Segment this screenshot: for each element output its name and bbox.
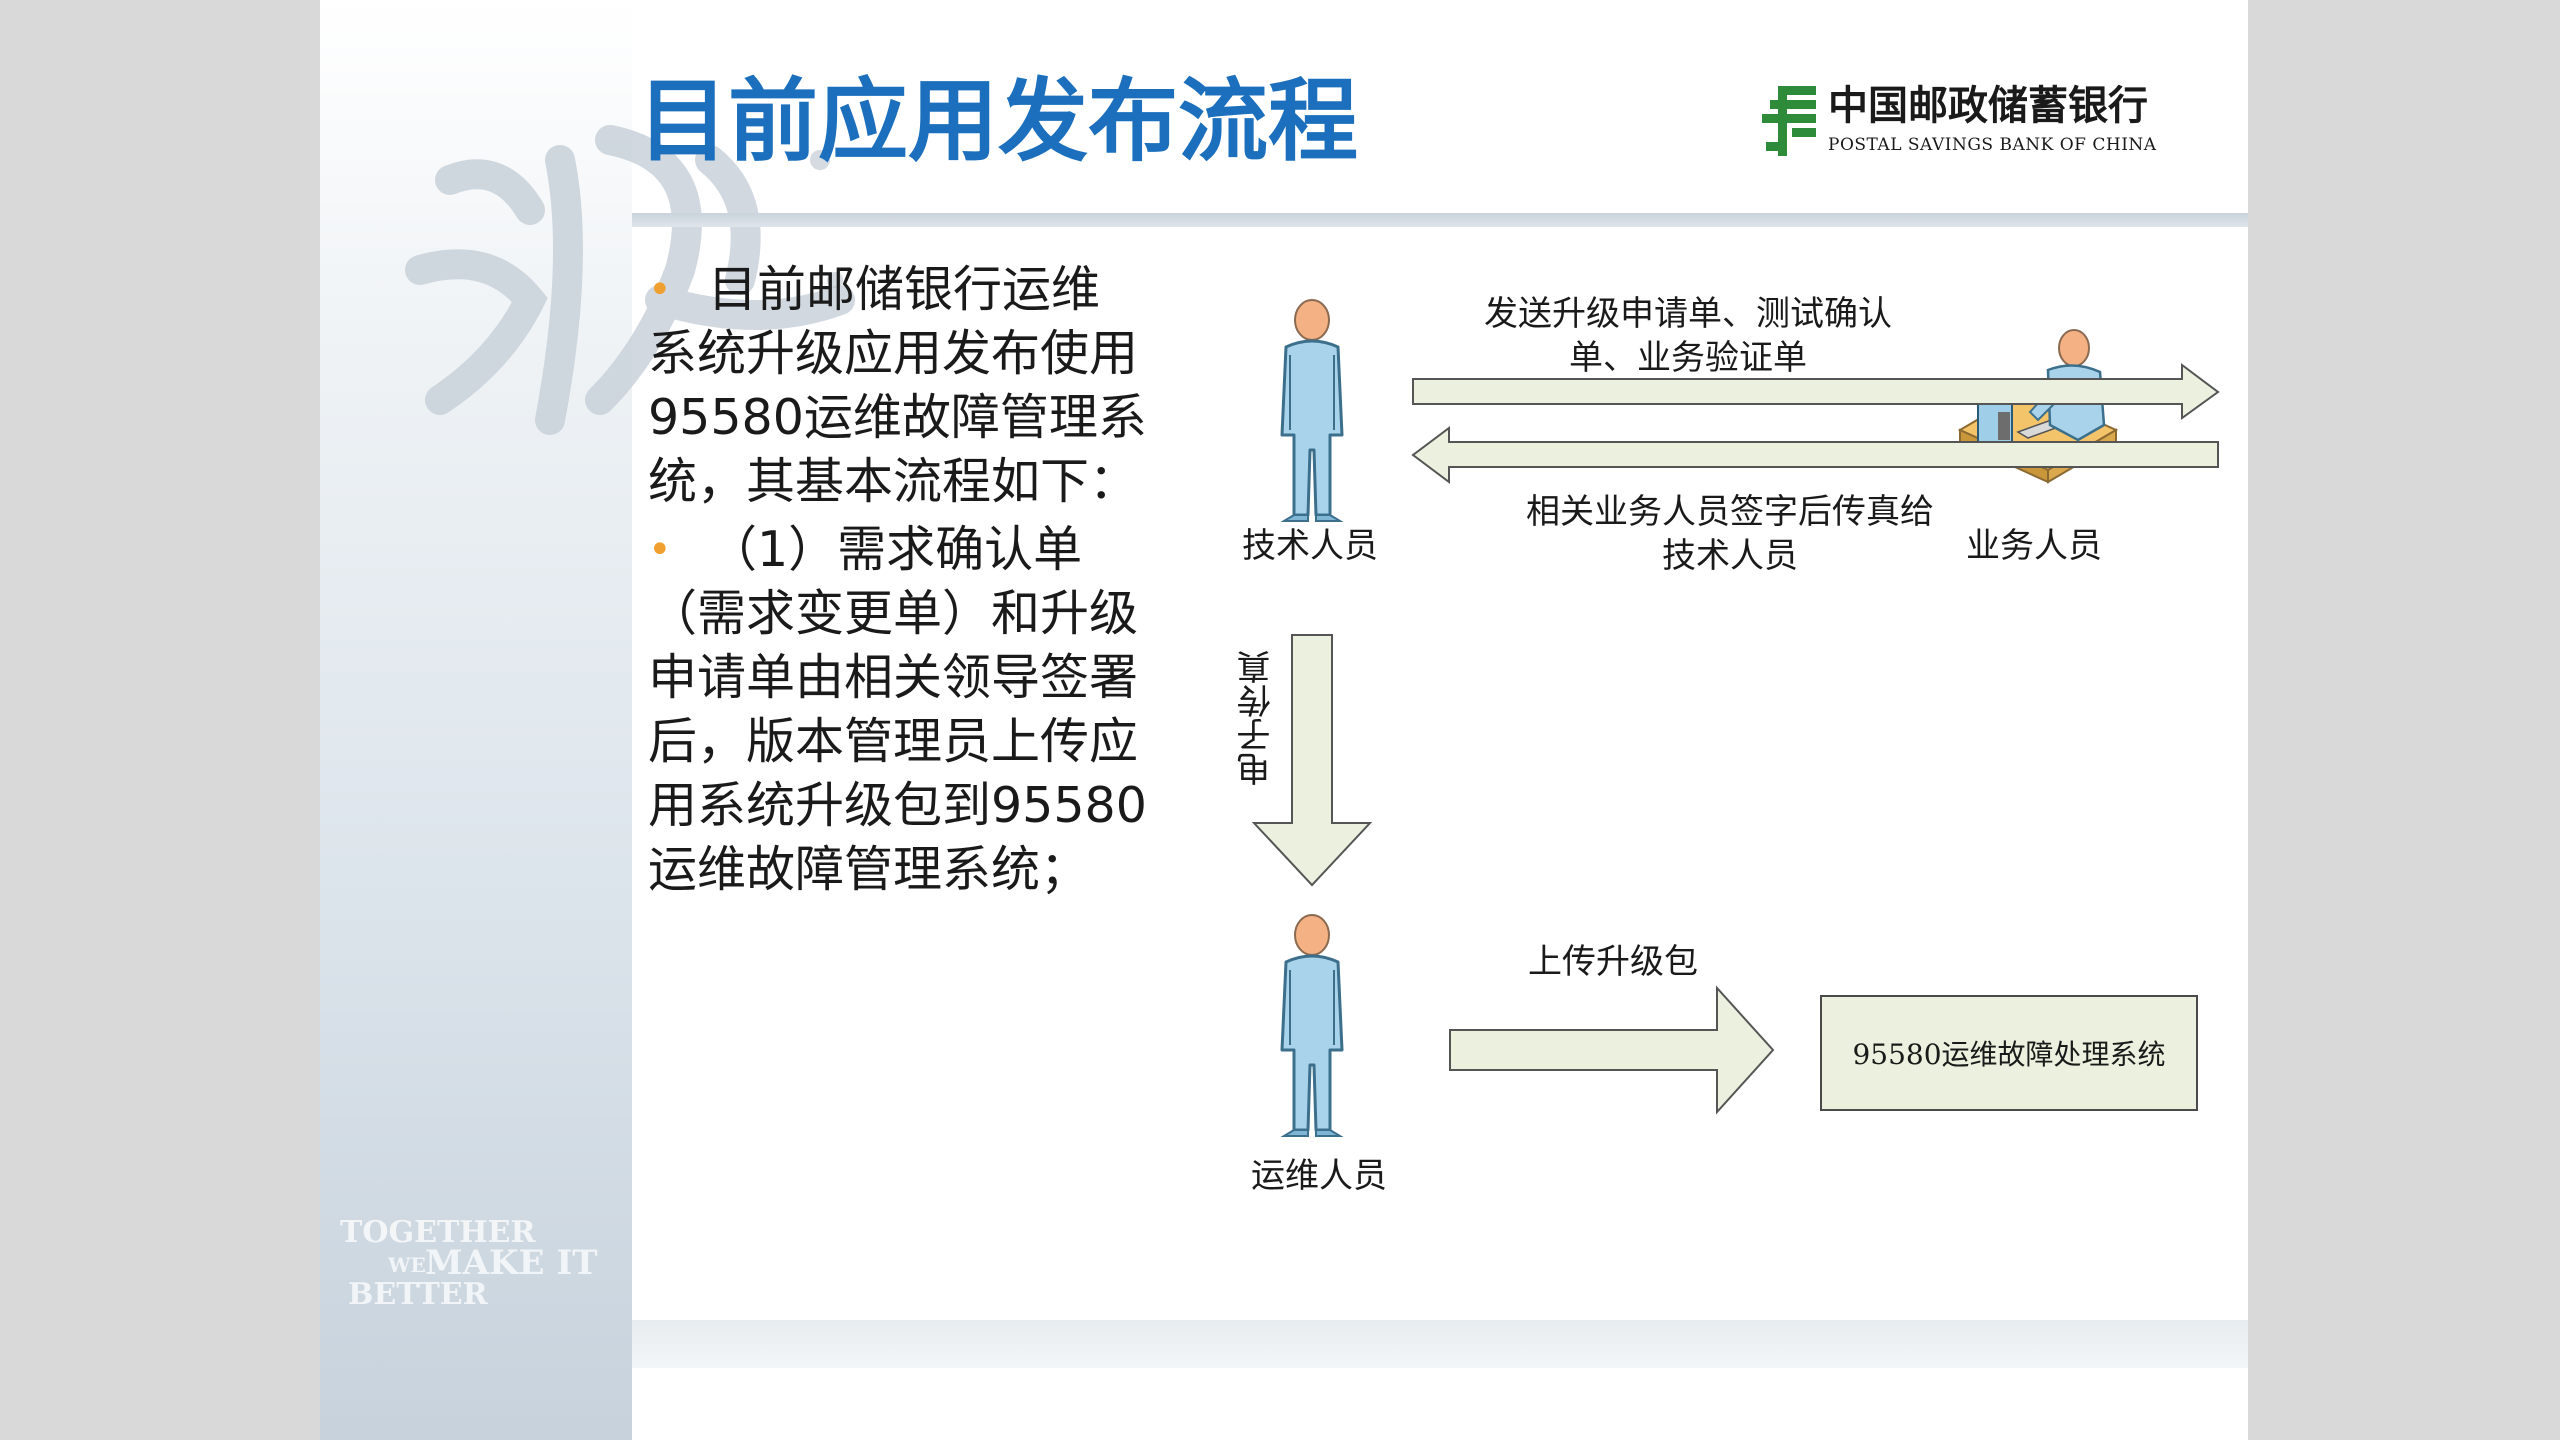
bullet-item-1: • 目前邮储银行运维系统升级应用发布使用95580运维故障管理系统，其基本流程如…: [648, 258, 1148, 514]
slide-title: 目前应用发布流程: [638, 69, 1358, 174]
send-docs-label-line2: 单、业务验证单: [1569, 338, 1807, 378]
fault-system-label: 95580运维故障处理系统: [1852, 1038, 2166, 1071]
left-decorative-panel: TOGETHER WE MAKE IT BETTER: [320, 0, 855, 1440]
send-docs-label-line1: 发送升级申请单、测试确认: [1484, 294, 1892, 334]
ops-staff-label: 运维人员: [1251, 1156, 1387, 1196]
process-flow-diagram: [1251, 298, 2220, 1138]
bullet-marker: •: [648, 527, 672, 573]
arrow-to-system: [1449, 985, 1775, 1115]
bank-name-cn: 中国邮政储蓄银行: [1828, 82, 2148, 129]
tech-staff-label: 技术人员: [1242, 526, 1378, 566]
slogan-line-2-small: WE: [388, 1253, 426, 1277]
fax-back-label-line2: 技术人员: [1662, 536, 1798, 576]
bank-logo: 中国邮政储蓄银行 POSTAL SAVINGS BANK OF CHINA: [1760, 80, 2200, 160]
slogan-line-1: TOGETHER: [340, 1215, 536, 1250]
slogan-line-2-large: MAKE IT: [425, 1243, 598, 1283]
arrow-to-business: [1412, 363, 2220, 420]
bullet-text-2: （1）需求确认单（需求变更单）和升级申请单由相关领导签署后，版本管理员上传应用系…: [648, 521, 1147, 898]
upload-package-label: 上传升级包: [1528, 942, 1698, 982]
slide: TOGETHER WE MAKE IT BETTER 目前应用发布流程 中国邮政…: [320, 0, 2248, 1440]
fax-back-label-line1: 相关业务人员签字后传真给: [1526, 492, 1934, 532]
arrow-to-tech: [1411, 426, 2219, 484]
postal-logo-icon: [1762, 86, 1816, 156]
bank-name-en: POSTAL SAVINGS BANK OF CHINA: [1828, 135, 2157, 155]
footer-stripe: [632, 1320, 2248, 1368]
fault-system-box: 95580运维故障处理系统: [1820, 995, 2198, 1111]
bullet-list: • 目前邮储银行运维系统升级应用发布使用95580运维故障管理系统，其基本流程如…: [648, 258, 1148, 906]
bullet-text-1: 目前邮储银行运维系统升级应用发布使用95580运维故障管理系统，其基本流程如下：: [648, 261, 1147, 510]
ops-staff-person-icon: [1280, 913, 1344, 1138]
electronic-fax-label: 电子传真: [1237, 650, 1277, 786]
bullet-item-2: • （1）需求确认单（需求变更单）和升级申请单由相关领导签署后，版本管理员上传应…: [648, 518, 1148, 902]
calligraphy-watermark-icon: [405, 125, 855, 435]
arrow-down-fax: [1251, 634, 1373, 887]
slogan-watermark: TOGETHER WE MAKE IT BETTER: [340, 1215, 640, 1315]
title-divider-stripe: [632, 213, 2248, 227]
bullet-marker: •: [648, 267, 672, 313]
tech-staff-person-icon: [1280, 298, 1344, 523]
business-staff-label: 业务人员: [1966, 526, 2102, 566]
slogan-line-3: BETTER: [348, 1277, 488, 1312]
